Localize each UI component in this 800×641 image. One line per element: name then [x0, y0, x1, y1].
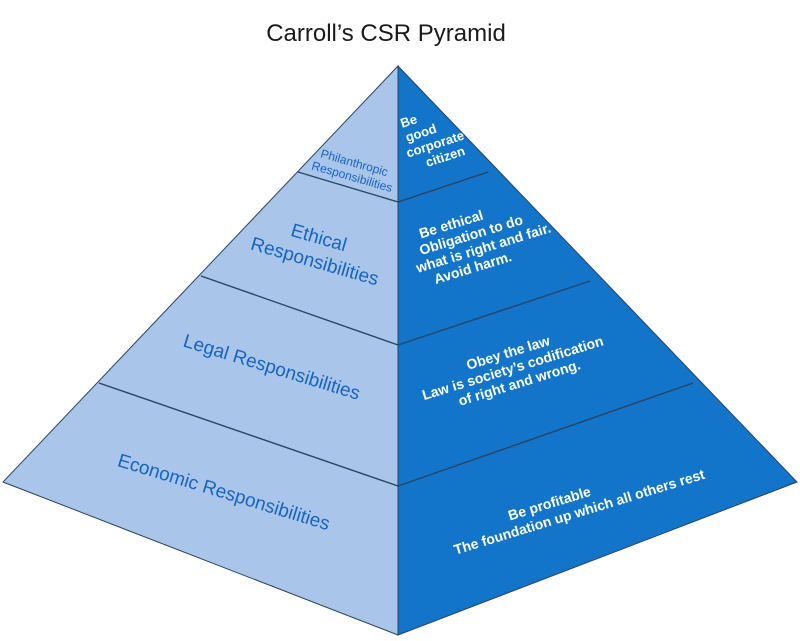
divider-ethical-legal-left [200, 275, 399, 346]
diagram-title: Carroll’s CSR Pyramid [266, 20, 506, 47]
divider-ethical-legal-right [397, 280, 591, 346]
pyramid-right-face [397, 64, 798, 636]
divider-legal-economic-left [98, 382, 399, 487]
label-line: Be [398, 111, 418, 130]
divider-philanthropic-ethical-left [297, 171, 399, 203]
divider-philanthropic-ethical-right [397, 171, 489, 203]
layer-ethical-right-label: Be ethical Obligation to do what is righ… [404, 188, 561, 292]
divider-legal-economic-right [397, 382, 694, 487]
layer-dividers [98, 171, 694, 487]
